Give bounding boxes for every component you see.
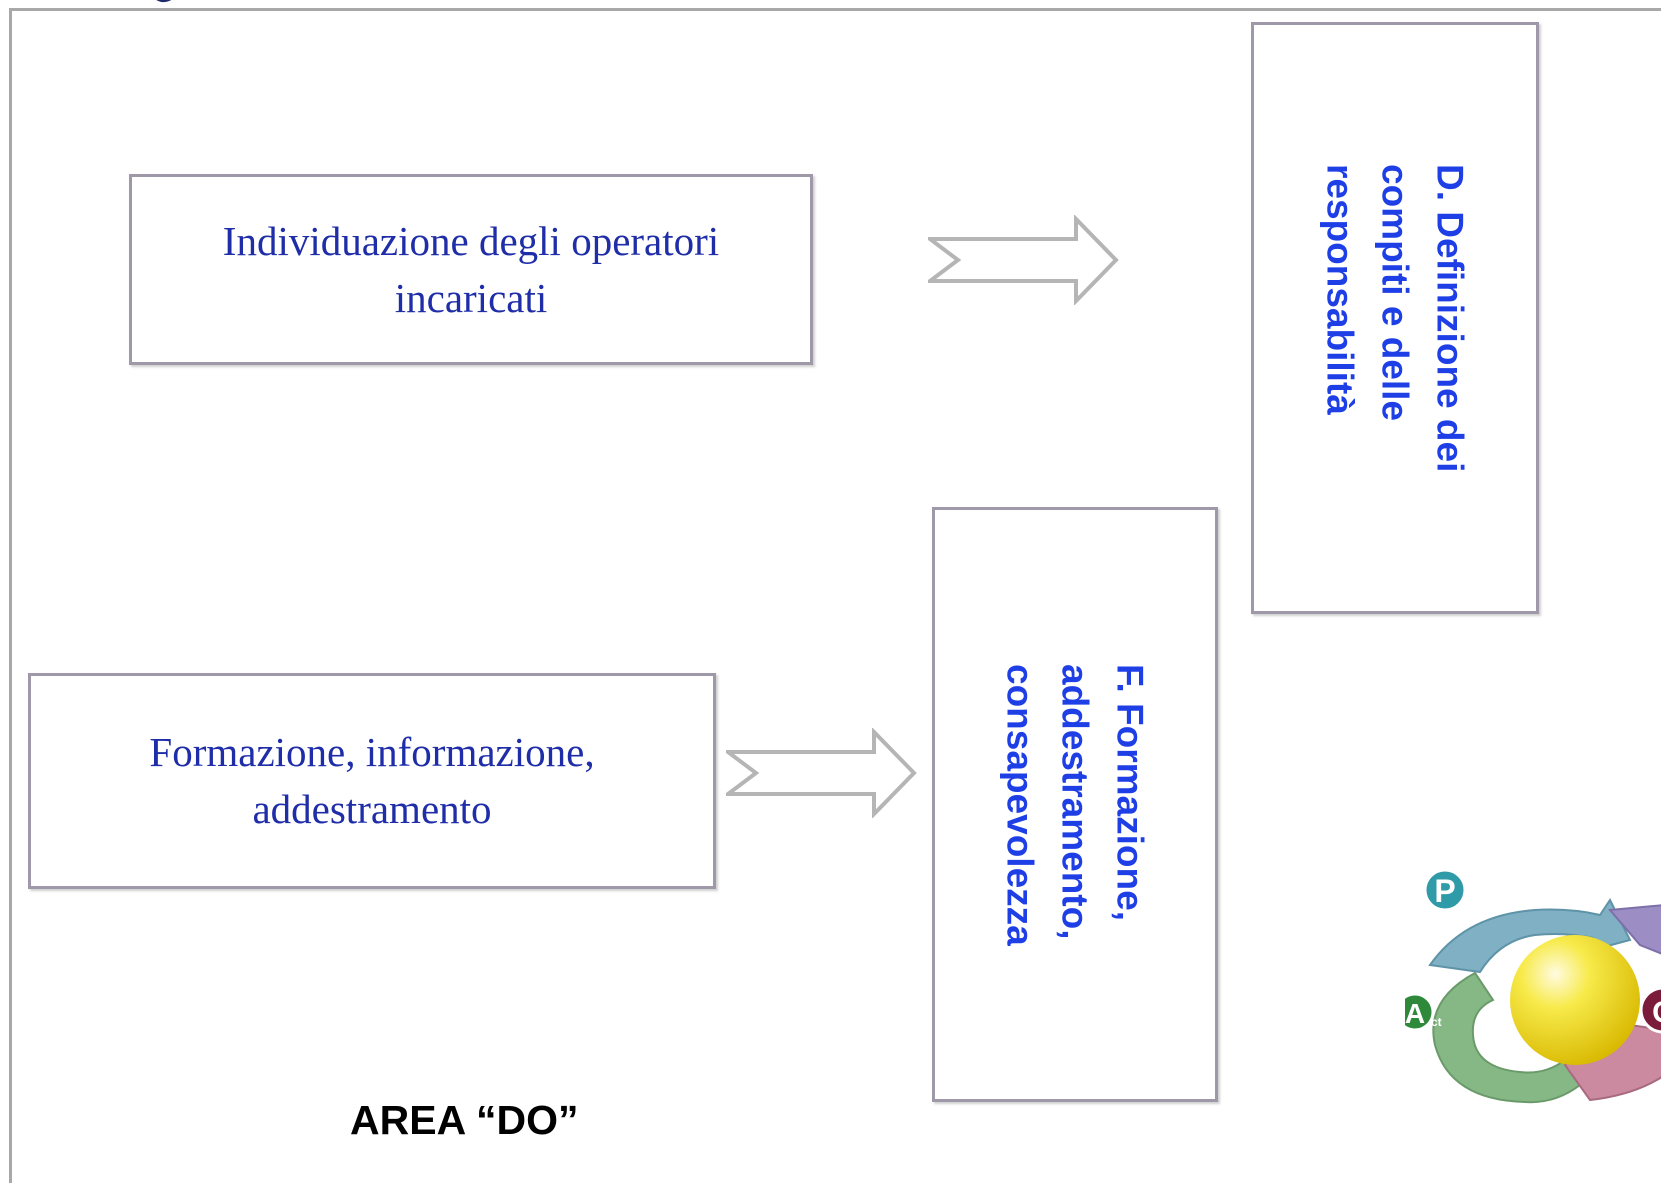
svg-text:lan: lan (1468, 882, 1488, 898)
box-individuazione: Individuazione degli operatori incaricat… (129, 174, 813, 365)
box-formazione-text: Formazione, informazione, addestramento (149, 729, 595, 832)
box-formazione-f: F. Formazione, addestramento, consapevol… (932, 507, 1218, 1102)
pdca-cycle-icon: P lan A ct C (1405, 868, 1661, 1104)
svg-text:A: A (1405, 998, 1425, 1029)
box-formazione-f-text: F. Formazione, addestramento, consapevol… (999, 663, 1151, 946)
arrow-right-icon (928, 215, 1119, 305)
box-formazione: Formazione, informazione, addestramento (28, 673, 716, 889)
svg-text:P: P (1434, 873, 1455, 909)
svg-text:C: C (1652, 996, 1661, 1029)
area-label: AREA “DO” (350, 1097, 579, 1143)
box-individuazione-text: Individuazione degli operatori incaricat… (222, 217, 720, 321)
box-definizione: D. Definizione dei compiti e delle respo… (1251, 22, 1539, 614)
slide-frame (9, 8, 1661, 1183)
arrow-right-icon (726, 728, 917, 818)
svg-text:ct: ct (1431, 1015, 1442, 1029)
box-definizione-text: D. Definizione dei compiti e delle respo… (1319, 163, 1471, 473)
